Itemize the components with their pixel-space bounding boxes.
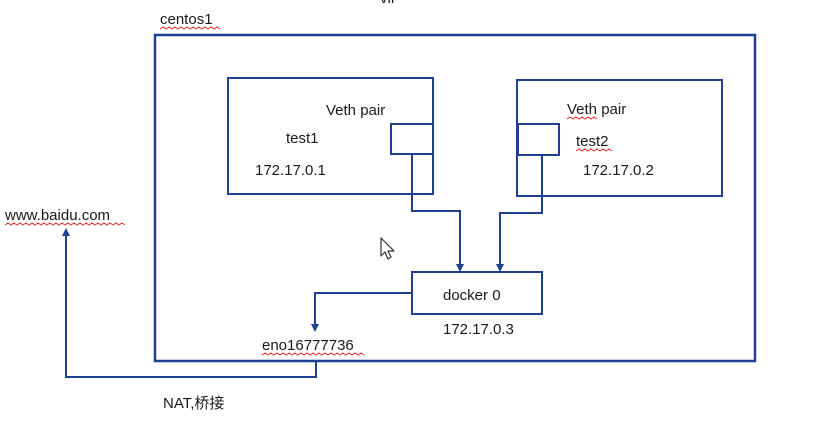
test1-label: test1 bbox=[286, 130, 319, 147]
nic-label: eno16777736 bbox=[262, 337, 354, 354]
spell-underline bbox=[566, 116, 598, 120]
host-box bbox=[153, 33, 757, 363]
veth-pair-label-right: Veth pair bbox=[567, 101, 626, 118]
connector-docker0-to-nic bbox=[311, 292, 412, 332]
test2-label: test2 bbox=[576, 133, 609, 150]
test1-ip: 172.17.0.1 bbox=[255, 162, 326, 179]
connector-test1-to-docker0 bbox=[411, 154, 464, 272]
external-label: www.baidu.com bbox=[4, 207, 110, 224]
veth-port-right bbox=[517, 123, 560, 156]
nat-bridge-label: NAT,桥接 bbox=[163, 395, 224, 412]
spell-underline bbox=[159, 26, 221, 30]
mouse-cursor-icon bbox=[380, 237, 395, 260]
spell-underline bbox=[261, 352, 365, 356]
docker0-label: docker 0 bbox=[443, 287, 501, 304]
veth-pair-label-left: Veth pair bbox=[326, 102, 385, 119]
spell-underline bbox=[575, 148, 613, 152]
veth-port-left bbox=[390, 123, 434, 155]
connector-nic-to-internet bbox=[62, 228, 317, 378]
top-cut-text: vir bbox=[380, 0, 396, 7]
spell-underline bbox=[4, 222, 126, 226]
test2-ip: 172.17.0.2 bbox=[583, 162, 654, 179]
host-label: centos1 bbox=[160, 11, 213, 28]
connector-test2-to-docker0 bbox=[496, 155, 543, 272]
docker0-ip: 172.17.0.3 bbox=[443, 321, 514, 338]
